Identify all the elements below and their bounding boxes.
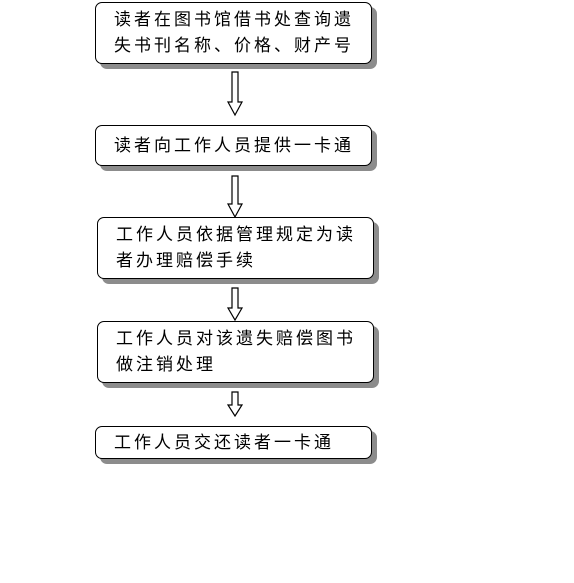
down-arrow-icon <box>226 391 244 418</box>
step-query-lost-book: 读者在图书馆借书处查询遗失书刊名称、价格、财产号 <box>95 2 372 64</box>
down-arrow-icon <box>226 175 244 219</box>
step-return-card: 工作人员交还读者一卡通 <box>95 426 372 459</box>
step-compensation-procedure: 工作人员依据管理规定为读者办理赔偿手续 <box>97 217 374 279</box>
step-provide-card: 读者向工作人员提供一卡通 <box>95 125 372 166</box>
step-cancel-book-record: 工作人员对该遗失赔偿图书做注销处理 <box>97 321 374 383</box>
step-cancel-book-record-label: 工作人员对该遗失赔偿图书做注销处理 <box>116 329 356 375</box>
step-query-lost-book-label: 读者在图书馆借书处查询遗失书刊名称、价格、财产号 <box>114 10 354 56</box>
step-provide-card-label: 读者向工作人员提供一卡通 <box>114 135 354 156</box>
step-return-card-label: 工作人员交还读者一卡通 <box>114 432 334 453</box>
down-arrow-icon <box>226 71 244 117</box>
down-arrow-icon <box>226 287 244 322</box>
step-compensation-procedure-label: 工作人员依据管理规定为读者办理赔偿手续 <box>116 225 356 271</box>
